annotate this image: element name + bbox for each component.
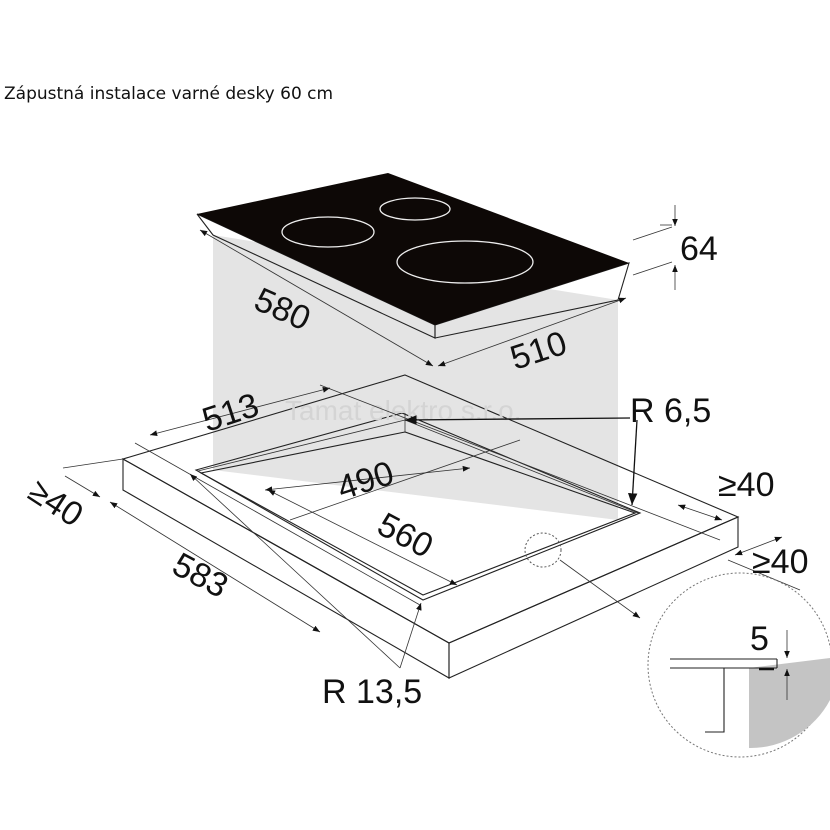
recess-depth-label: 5: [750, 620, 769, 658]
cooking-zone: [379, 197, 451, 221]
corner-radius-small-label: R 6,5: [630, 392, 711, 430]
diagram-title: Zápustná instalace varné desky 60 cm: [4, 84, 334, 104]
detail-inset: [647, 572, 830, 758]
cutout-inner-depth-label: 560: [371, 506, 439, 566]
front-clearance-label: ≥40: [752, 543, 808, 581]
back-clearance-label: ≥40: [22, 472, 90, 535]
watermark: Tamat elektro s.r.o.: [285, 395, 522, 426]
cutout-opening: [199, 431, 637, 596]
corner-radius-large-label: R 13,5: [322, 673, 422, 711]
dimension-lines: [62, 205, 801, 669]
side-clearance-label: ≥40: [718, 466, 774, 504]
cutout-outer-depth-label: 583: [166, 546, 234, 606]
detail-marker: [524, 532, 562, 568]
hob-height-label: 64: [680, 230, 718, 268]
